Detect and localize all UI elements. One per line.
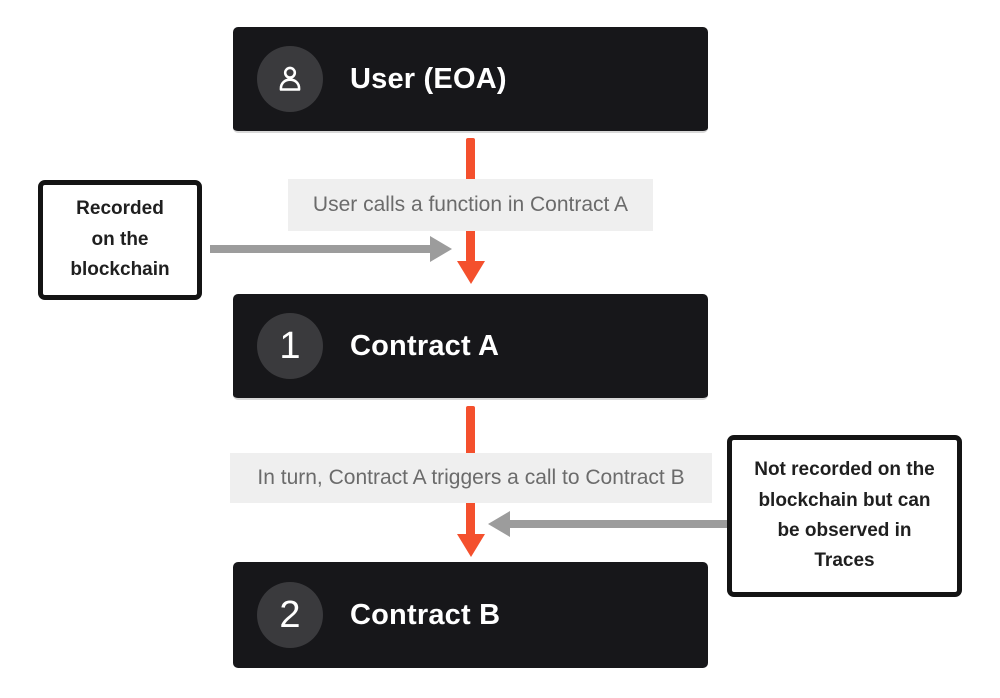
edge-label-user-to-a: User calls a function in Contract A	[288, 179, 653, 231]
note-recorded-on-blockchain: Recorded on the blockchain	[38, 180, 202, 300]
edge-label-a-to-b: In turn, Contract A triggers a call to C…	[230, 453, 712, 503]
step-number-1: 1	[279, 324, 301, 367]
step-badge-1: 1	[257, 313, 323, 379]
traces-note-arrowhead-icon	[488, 511, 510, 537]
step-number-2: 2	[279, 593, 301, 636]
traces-note-arrow-stem	[508, 520, 727, 528]
note-not-recorded-traces: Not recorded on the blockchain but can b…	[727, 435, 962, 597]
flow-arrow-2-arrowhead-icon	[457, 534, 485, 557]
avatar-circle	[257, 46, 323, 112]
user-node: User (EOA)	[233, 27, 708, 133]
recorded-note-arrowhead-icon	[430, 236, 452, 262]
user-node-label: User (EOA)	[350, 62, 507, 95]
contract-a-label: Contract A	[350, 329, 500, 362]
recorded-note-arrow-stem	[210, 245, 432, 253]
contract-b-label: Contract B	[350, 598, 501, 631]
contract-b-node: 2 Contract B	[233, 562, 708, 668]
contract-a-node: 1 Contract A	[233, 294, 708, 400]
flow-arrow-1-arrowhead-icon	[457, 261, 485, 284]
step-badge-2: 2	[257, 582, 323, 648]
person-icon	[279, 66, 301, 91]
